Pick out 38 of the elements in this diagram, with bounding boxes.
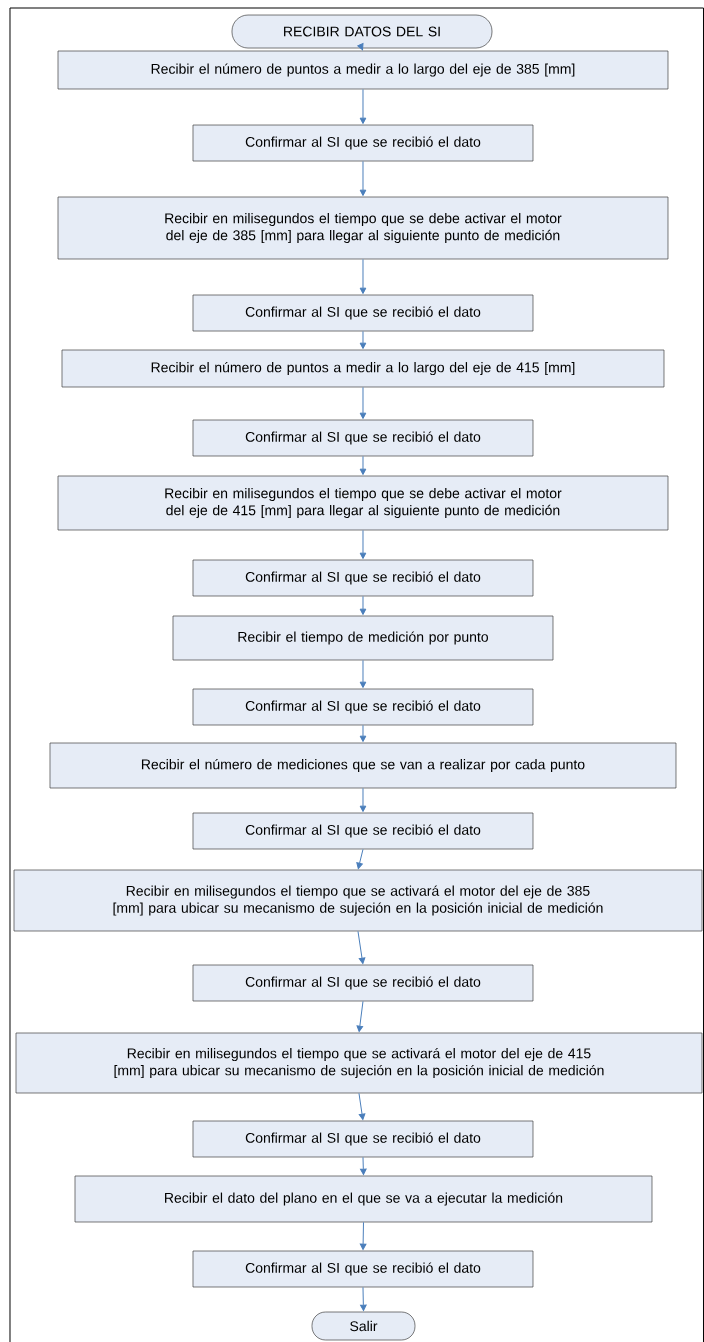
process-box: Confirmar al SI que se recibió el dato (192, 419, 534, 457)
arrow (359, 529, 367, 560)
process-box: Confirmar al SI que se recibió el dato (192, 294, 534, 332)
process-box: Recibir el tiempo de medición por punto (172, 615, 554, 661)
arrow (360, 1156, 367, 1176)
process-box: Recibir el número de puntos a medir a lo largo del eje de 415 [mm] (61, 349, 665, 388)
arrow (359, 88, 367, 125)
process-box: Confirmar al SI que se recibió el dato (192, 559, 534, 597)
process-box: Recibir en milisegundos el tiempo que se debe activar el motor del eje de 415 [mm] para llegar al siguiente punto de medición (57, 475, 669, 531)
process-box: Recibir en milisegundos el tiempo que se activará el motor del eje de 385 [mm] para ubicar su mecanismo de sujeción en la posición inicial de medición (13, 869, 703, 932)
process-box: Confirmar al SI que se recibió el dato (192, 688, 534, 726)
arrow (356, 848, 364, 870)
arrow (359, 160, 367, 197)
process-box: Recibir el número de puntos a medir a lo largo del eje de 385 [mm] (57, 50, 669, 90)
process-box: Confirmar al SI que se recibió el dato (192, 124, 534, 162)
arrow (359, 595, 367, 616)
arrow (359, 1221, 367, 1251)
arrow (356, 1000, 364, 1033)
arrow (357, 43, 364, 51)
process-box: Confirmar al SI que se recibió el dato (192, 964, 534, 1002)
process-box: Recibir el número de mediciones que se van a realizar por cada punto (49, 742, 677, 789)
terminal-oval: Salir (311, 1311, 416, 1341)
process-box: Confirmar al SI que se recibió el dato (192, 1250, 534, 1288)
process-box: Recibir en milisegundos el tiempo que se activará el motor del eje de 415 [mm] para ubicar su mecanismo de sujeción en la posición inicial de medición (15, 1032, 703, 1094)
arrow (359, 724, 367, 743)
process-box: Confirmar al SI que se recibió el dato (192, 1120, 534, 1158)
arrow (357, 930, 366, 965)
arrow (359, 659, 367, 689)
process-box: Recibir el dato del plano en el que se va a ejecutar la medición (74, 1175, 653, 1223)
process-box: Recibir en milisegundos el tiempo que se debe activar el motor del eje de 385 [mm] para llegar al siguiente punto de medición (57, 196, 669, 260)
arrow (359, 330, 367, 350)
process-box: Confirmar al SI que se recibió el dato (192, 812, 534, 850)
arrow (360, 1286, 367, 1312)
arrow (358, 1092, 366, 1121)
arrow (359, 455, 367, 476)
arrow (359, 386, 367, 420)
arrow (359, 787, 367, 813)
arrow (359, 258, 367, 295)
